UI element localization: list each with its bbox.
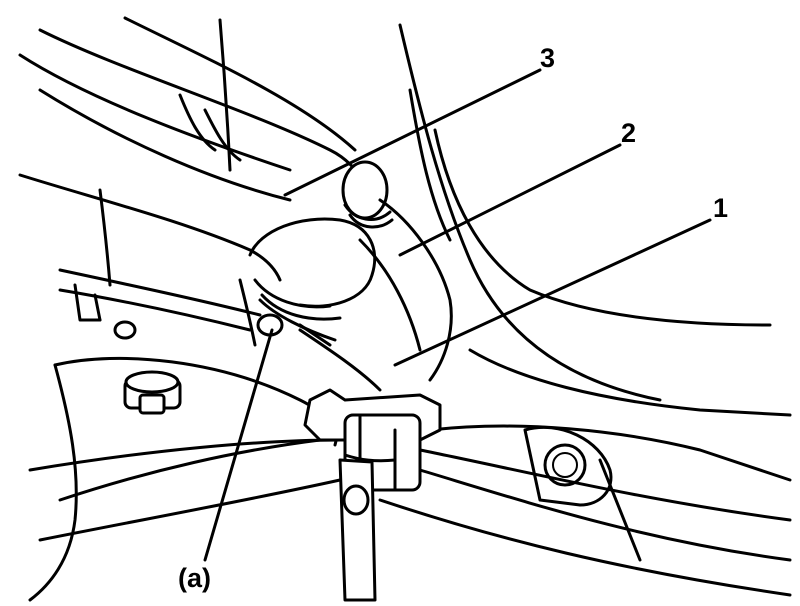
- callout-a: (a): [178, 563, 211, 593]
- callout-1: 1: [713, 193, 729, 223]
- lower-hose-clamp: [256, 298, 337, 347]
- callout-3: 3: [540, 43, 556, 73]
- leader-lines: [203, 68, 712, 562]
- callout-2: 2: [621, 118, 637, 148]
- leader-a: [203, 328, 274, 562]
- leader-3: [283, 68, 542, 197]
- left-bolt: [113, 320, 182, 415]
- right-bushing: [523, 425, 613, 507]
- upper-hose: [18, 16, 367, 282]
- leader-1: [393, 218, 712, 367]
- upper-hose-clamp: [341, 160, 394, 229]
- body-panel-lines: [398, 23, 792, 482]
- leader-2: [398, 143, 622, 257]
- lower-pipes: [28, 438, 792, 597]
- wrench-tool: [338, 458, 377, 602]
- elbow-hose: [248, 198, 453, 392]
